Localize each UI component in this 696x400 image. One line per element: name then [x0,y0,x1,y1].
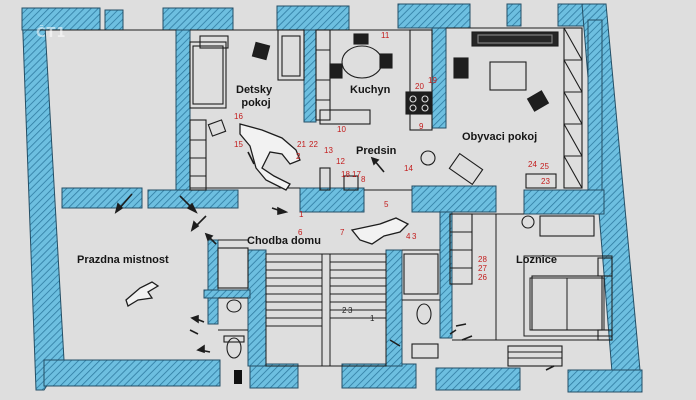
marker-2: 2 [296,152,301,161]
body-outline-predsin [350,217,410,245]
marker-1: 1 [299,210,304,219]
shelf-detsky [189,119,207,191]
kitchen-chair-3 [379,53,393,69]
room-label-obyvaci: Obyvaci pokoj [462,131,538,143]
marker-20: 20 [415,82,424,91]
wall-stair-left [247,249,267,367]
marker-stair-1: 1 [370,314,375,323]
kitchen-table [341,45,383,79]
body-outlines [125,123,410,307]
kitchen-counter [319,109,371,125]
bunk-bed [189,41,227,109]
marker-22: 22 [309,140,318,149]
room-label-loznice: Loznice [516,254,557,266]
chair-detsky-2 [207,119,227,137]
marker-26: 26 [478,273,487,282]
room-label-detsky: Detsky pokoj [236,84,272,110]
wall-living-bottom [523,189,605,215]
outer-wall-top-6 [506,3,522,27]
marker-8: 8 [361,175,366,184]
doorway-marker [234,370,242,384]
bird-shape [125,281,160,307]
furniture [189,27,613,367]
room-label-kuchyn: Kuchyn [350,84,391,96]
outer-wall-bottom-1 [43,359,221,387]
wall-hall-center [299,187,365,213]
desk-detsky [199,35,229,49]
hall-fixture [420,150,436,166]
wall-detsky-left [175,29,191,197]
marker-stair-2: 2 [342,306,347,315]
marker-21: 21 [297,140,306,149]
radiator [507,345,563,367]
room-label-detsky-line1: Detsky [236,84,273,96]
wall-kitchen-left [303,29,317,123]
outer-wall-right-upper [587,19,603,201]
outer-walls [21,3,643,393]
outer-wall-bottom-2 [249,363,299,389]
wardrobe [539,215,595,237]
staircase [265,253,387,367]
room-label-predsin: Predsin [356,145,397,157]
outer-wall-top-5 [397,3,471,29]
outer-wall-top-3 [162,7,234,31]
outer-wall-left [21,7,65,391]
marker-10: 10 [337,125,346,134]
marker-13: 13 [324,146,333,155]
kitchen-cabinet-left [277,29,305,81]
room-label-chodba: Chodba domu [247,235,321,247]
outer-wall-bottom-3 [341,363,417,389]
armchair-2 [526,90,550,112]
kitchen-chair-1 [353,33,369,45]
wall-hall-right [411,185,497,213]
marker-24: 24 [528,160,537,169]
body-outline-detsky [239,123,301,191]
room-label-prazdna: Prazdna mistnost [77,254,169,266]
marker-16: 16 [234,112,243,121]
marker-5: 5 [384,200,389,209]
marker-4: 4 [406,232,411,241]
marker-19: 19 [428,76,437,85]
chair-detsky-1 [251,41,271,61]
outer-wall-top-2 [104,9,124,31]
toilet-right [416,303,432,325]
marker-17: 17 [352,170,361,179]
bed-loznice [531,275,603,331]
marker-11: 11 [381,31,390,40]
marker-15: 15 [234,140,243,149]
armchair-1 [453,57,469,79]
marker-9: 9 [419,122,424,131]
wall-prazdna-top-a [61,187,143,209]
coffee-table [489,61,527,91]
arrows [114,151,555,371]
room-label-detsky-line2: pokoj [241,97,271,109]
outer-wall-bottom-5 [567,369,643,393]
marker-23: 23 [541,177,550,186]
wall-bath-left [207,239,219,325]
kitchen-chair-2 [329,63,343,79]
sink-left [226,299,242,313]
marker-12: 12 [336,157,345,166]
channel-logo: ČT1 [36,26,67,41]
stove [405,91,433,115]
marker-6: 6 [298,228,303,237]
tv-unit [471,31,559,47]
marker-7: 7 [340,228,345,237]
bookshelf [563,27,583,189]
marker-27: 27 [478,264,487,273]
wall-bath-right [439,211,453,339]
outer-wall-top-4 [276,5,350,31]
outer-wall-bottom-4 [435,367,521,391]
marker-25: 25 [540,162,549,171]
marker-14: 14 [404,164,413,173]
marker-28: 28 [478,255,487,264]
wall-stair-right [385,249,403,367]
toilet-left [226,337,242,359]
marker-3: 3 [412,232,417,241]
wall-bath-bottom [203,289,251,299]
marker-18: 18 [341,170,350,179]
marker-stair-3: 3 [348,306,353,315]
inner-walls [61,27,605,367]
